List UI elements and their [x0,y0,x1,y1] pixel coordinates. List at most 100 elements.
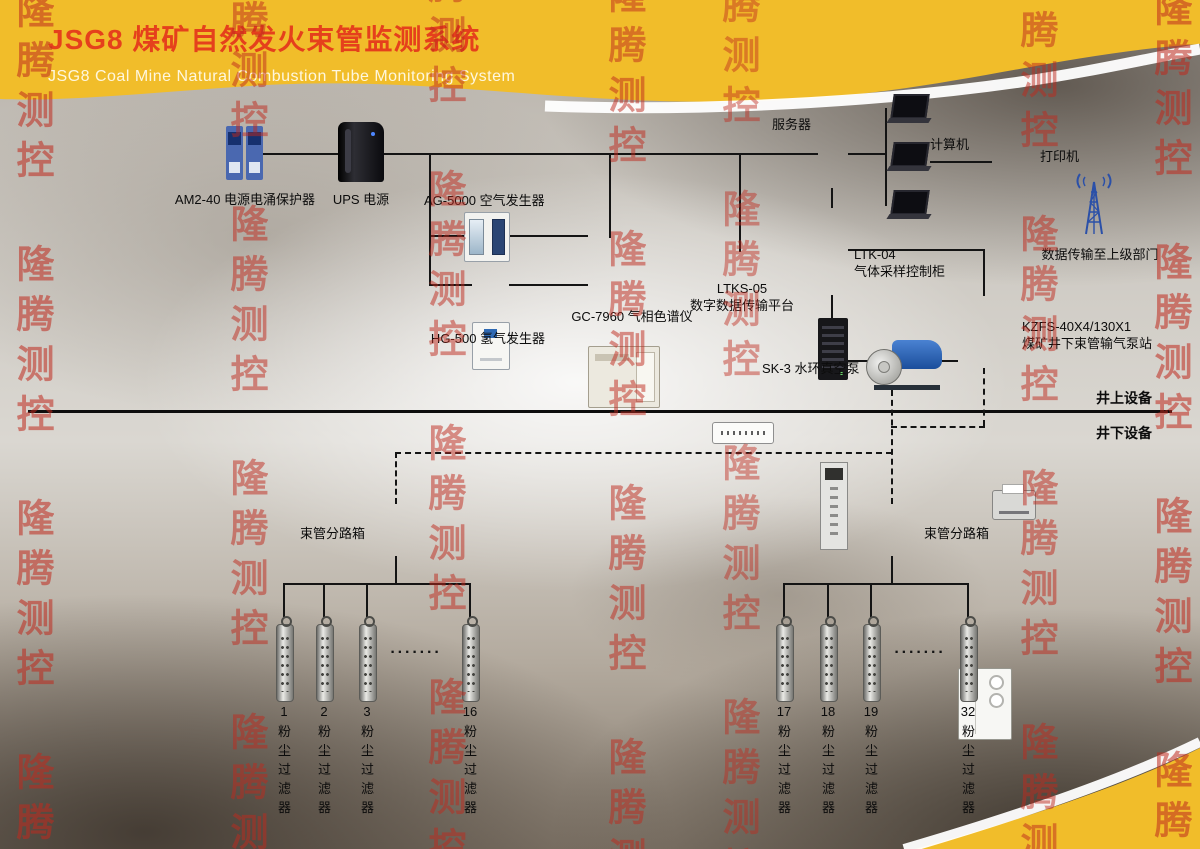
laptop-screen [890,142,930,167]
filter-holes [780,634,790,692]
header-yellow-band [0,0,1200,114]
connector-line [609,153,611,238]
pump-station-model: KZFS-40X4/130X1 [1022,319,1132,334]
computer-label: 计算机 [930,137,970,152]
filter-name: 粉尘过滤器 [360,724,374,815]
sampling-cabinet-device [820,462,848,550]
filter-name: 粉尘过滤器 [777,724,791,815]
connector-line [885,108,887,206]
surge-module [246,126,263,180]
filter-holes [964,634,974,692]
ups-label: UPS 电源 [332,192,390,207]
sampling-cabinet-model: LTK-04 [854,247,896,262]
pump-base [874,385,940,390]
air-generator-device [464,212,510,262]
connector-line [429,153,431,286]
computer-icon [886,94,932,124]
filter-number: 1 [280,704,288,719]
dust-filter-device [960,616,978,702]
ups-device [338,122,384,182]
connector-line [323,583,325,617]
filter-number: 3 [363,704,371,719]
dust-filter-device [359,616,377,702]
printer-label: 打印机 [1040,149,1080,164]
filter-name: 粉尘过滤器 [864,724,878,815]
connector-line [983,249,985,296]
air-generator-window [492,219,505,255]
server-label: 服务器 [772,117,812,132]
filter-number: 17 [776,704,792,719]
air-generator-label: AG-5000 空气发生器 [424,193,545,208]
laptop-base [886,166,932,171]
connector-line [429,284,472,286]
transmission-platform-device [712,422,774,444]
filter-name: 粉尘过滤器 [463,724,477,815]
connector-line [891,556,893,584]
connector-line [509,284,588,286]
vacuum-pump-device [866,336,942,390]
connector-line [942,360,958,362]
connector-line [831,188,833,208]
filter-number: 19 [863,704,879,719]
dust-filter-device [462,616,480,702]
dust-filter-device [776,616,794,702]
connector-line [469,583,471,617]
filter-holes [466,634,476,692]
connector-line [967,583,969,617]
dashed-connector-line [891,390,893,504]
filter-holes [824,634,834,692]
server-device [818,318,848,380]
branch-box-left-label: 束管分路箱 [300,526,366,541]
connector-line [930,161,992,163]
page-subtitle: JSG8 Coal Mine Natural Combustion Tube M… [48,68,516,85]
connector-line [283,583,285,617]
connector-line [739,153,741,252]
zone-label-surface: 井上设备 [1096,390,1152,406]
pump-station-name: 煤矿井下束管输气泵站 [1022,336,1153,351]
transmission-platform-name: 数字数据传输平台 [690,298,795,313]
filter-number: 2 [320,704,328,719]
dashed-connector-line [983,368,985,426]
connector-line [831,360,868,362]
transmission-platform-model: LTKS-05 [716,281,768,296]
connector-line [783,583,785,617]
dashed-connector-line [891,426,985,428]
surge-protector-label: AM2-40 电源电涌保护器 [174,192,316,207]
laptop-base [886,214,932,219]
pump-station-label: KZFS-40X4/130X1 煤矿井下束管输气泵站 [1022,318,1152,352]
hydrogen-generator-device [472,322,510,370]
dust-filter-device [820,616,838,702]
transmission-platform-label: LTKS-05 数字数据传输平台 [690,280,794,314]
connector-line [262,153,340,155]
surge-protector-device [226,126,263,180]
connector-line [366,583,368,617]
gas-chromatograph-label: GC-7960 气相色谱仪 [571,309,693,324]
connector-line [429,235,464,237]
footer-yellow-band [902,737,1200,849]
dust-filter-device [863,616,881,702]
dust-filter-device [276,616,294,702]
filter-number: 18 [820,704,836,719]
filter-name: 粉尘过滤器 [277,724,291,815]
filter-holes [363,634,373,692]
dashed-connector-line [395,452,397,504]
filter-holes [320,634,330,692]
page-title: JSG8 煤矿自然发火束管监测系统 [48,24,481,55]
branch-box-right-label: 束管分路箱 [924,526,990,541]
radio-tower-icon [1076,173,1112,235]
sampling-cabinet-label: LTK-04 气体采样控制柜 [854,246,945,280]
surface-underground-divider [28,410,1172,413]
filter-holes [280,634,290,692]
connector-line [848,249,985,251]
laptop-base [886,118,932,123]
zone-label-underground: 井下设备 [1096,425,1152,441]
laptop-screen [890,94,930,119]
connector-line [384,153,818,155]
ellipsis-right: ······· [894,644,946,661]
printer-device [992,484,1036,520]
ellipsis-left: ······· [390,644,442,661]
dashed-connector-line [395,452,892,454]
filter-name: 粉尘过滤器 [821,724,835,815]
